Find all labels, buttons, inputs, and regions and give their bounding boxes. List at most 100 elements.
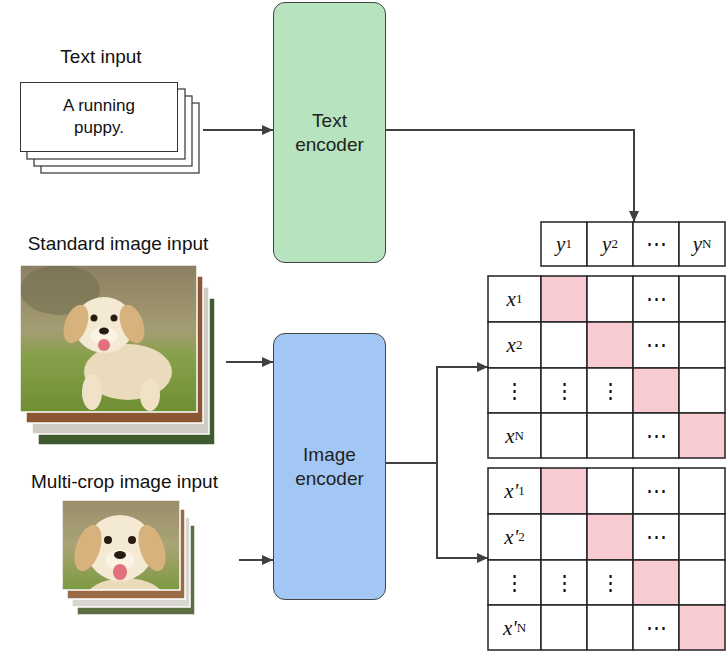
matrix-cell xyxy=(488,276,541,322)
image-input-stack: Multi-crop image input xyxy=(10,470,239,618)
puppy-tongue xyxy=(113,564,127,580)
matrix-cell xyxy=(679,368,725,413)
encoder-box: Image encoder xyxy=(273,333,386,600)
puppy-eye xyxy=(91,315,98,322)
matrix-entry: ⋯ xyxy=(633,222,679,266)
matrix-cell xyxy=(679,514,725,560)
matrix-entry: y1 xyxy=(541,222,587,266)
matrix-entry: x1 xyxy=(488,276,541,322)
photo-frame xyxy=(20,265,197,412)
matrix-cell xyxy=(587,222,633,266)
matrix-entry: ⋯ xyxy=(633,276,679,322)
puppy-nose xyxy=(114,551,126,559)
text-embedding-row: y1y2⋯yN xyxy=(541,222,725,266)
matrix-entry: ⋯ xyxy=(633,322,679,368)
matrix-cell xyxy=(587,468,633,514)
matched-pair-cell xyxy=(633,368,679,413)
encoder-box: Text encoder xyxy=(273,2,386,263)
matched-pair-cell xyxy=(679,605,725,650)
matrix-cell xyxy=(679,322,725,368)
matrix-cell xyxy=(633,514,679,560)
encoder-label: Text encoder xyxy=(274,3,385,262)
matched-pair-cell xyxy=(587,514,633,560)
puppy-crop-photo xyxy=(62,500,180,590)
matrix-cell xyxy=(679,468,725,514)
math-symbol: y xyxy=(556,232,565,256)
matrix-cell xyxy=(541,605,587,650)
photo-background xyxy=(62,500,180,590)
matrix-cell xyxy=(679,222,725,266)
matrix-cell xyxy=(587,368,633,413)
matrix-entry: ⋮ xyxy=(587,560,633,605)
matrix-cell xyxy=(488,413,541,458)
multi-crop-image-stack xyxy=(62,500,195,622)
matrix-entry: y2 xyxy=(587,222,633,266)
flow-arrow xyxy=(386,367,488,463)
puppy-ear xyxy=(69,521,107,574)
flow-arrow xyxy=(239,559,273,561)
flow-arrow xyxy=(226,361,273,363)
matrix-cell xyxy=(587,605,633,650)
puppy-eye xyxy=(128,536,136,544)
math-symbol: y xyxy=(602,232,611,256)
matrix-cell xyxy=(633,413,679,458)
photo-frame xyxy=(62,500,180,590)
puppy-leg xyxy=(82,374,102,410)
matrix-grid xyxy=(487,275,726,459)
matrix-entry: ⋯ xyxy=(633,413,679,458)
puppy-eye xyxy=(104,536,112,544)
matrix-entry: ⋯ xyxy=(633,514,679,560)
matrix-entry: yN xyxy=(679,222,725,266)
matrix-entry: ⋮ xyxy=(488,368,541,413)
matrix-cell xyxy=(541,322,587,368)
matrix-entry: ⋮ xyxy=(541,368,587,413)
matrix-entry: x'N xyxy=(488,605,541,650)
matrix-entry: x2 xyxy=(488,322,541,368)
matrix-cell xyxy=(541,413,587,458)
matrix-cell xyxy=(488,368,541,413)
puppy-tongue xyxy=(98,339,110,351)
matched-pair-cell xyxy=(633,560,679,605)
matrix-cell xyxy=(488,514,541,560)
text-input-stack: Text inputA running puppy. xyxy=(18,45,203,175)
puppy-leg xyxy=(140,379,160,411)
matrix-cell xyxy=(633,605,679,650)
matrix-entry: xN xyxy=(488,413,541,458)
image-input-stack: Standard image input xyxy=(10,232,226,447)
matrix-cell xyxy=(488,468,541,514)
matrix-cell xyxy=(587,560,633,605)
matrix-cell xyxy=(541,560,587,605)
matrix-entry: x'1 xyxy=(488,468,541,514)
matrix-cell xyxy=(541,222,587,266)
matrix-cell xyxy=(541,368,587,413)
matched-pair-cell xyxy=(541,468,587,514)
matrix-entry: ⋮ xyxy=(488,560,541,605)
matrix-cell xyxy=(488,560,541,605)
puppy-ear xyxy=(115,301,149,346)
puppy-ear xyxy=(59,301,93,346)
photo-background xyxy=(20,265,197,412)
matrix-cell xyxy=(587,276,633,322)
standard-image-stack xyxy=(20,265,215,445)
flow-arrow xyxy=(386,130,634,222)
matrix-cell xyxy=(488,605,541,650)
math-symbol: x xyxy=(507,287,516,311)
matrix-grid xyxy=(487,467,726,651)
math-symbol: x xyxy=(507,333,516,357)
matrix-entry: ⋯ xyxy=(633,468,679,514)
input-heading: Multi-crop image input xyxy=(10,470,239,494)
input-heading: Text input xyxy=(20,45,182,69)
flow-arrow xyxy=(386,463,488,558)
math-symbol: x' xyxy=(504,479,518,503)
math-symbol: y xyxy=(693,232,702,256)
puppy-photo xyxy=(20,265,197,412)
puppy-nose xyxy=(99,328,109,335)
input-heading: Standard image input xyxy=(10,232,226,256)
matrix-entry: ⋮ xyxy=(587,368,633,413)
puppy-eye xyxy=(111,315,118,322)
matrix-cell xyxy=(679,276,725,322)
flow-arrow xyxy=(203,129,273,131)
matrix-cell xyxy=(633,222,679,266)
matrix-entry: ⋮ xyxy=(541,560,587,605)
similarity-matrix: x1⋯x2⋯⋮⋮⋮xN⋯ xyxy=(488,276,725,458)
